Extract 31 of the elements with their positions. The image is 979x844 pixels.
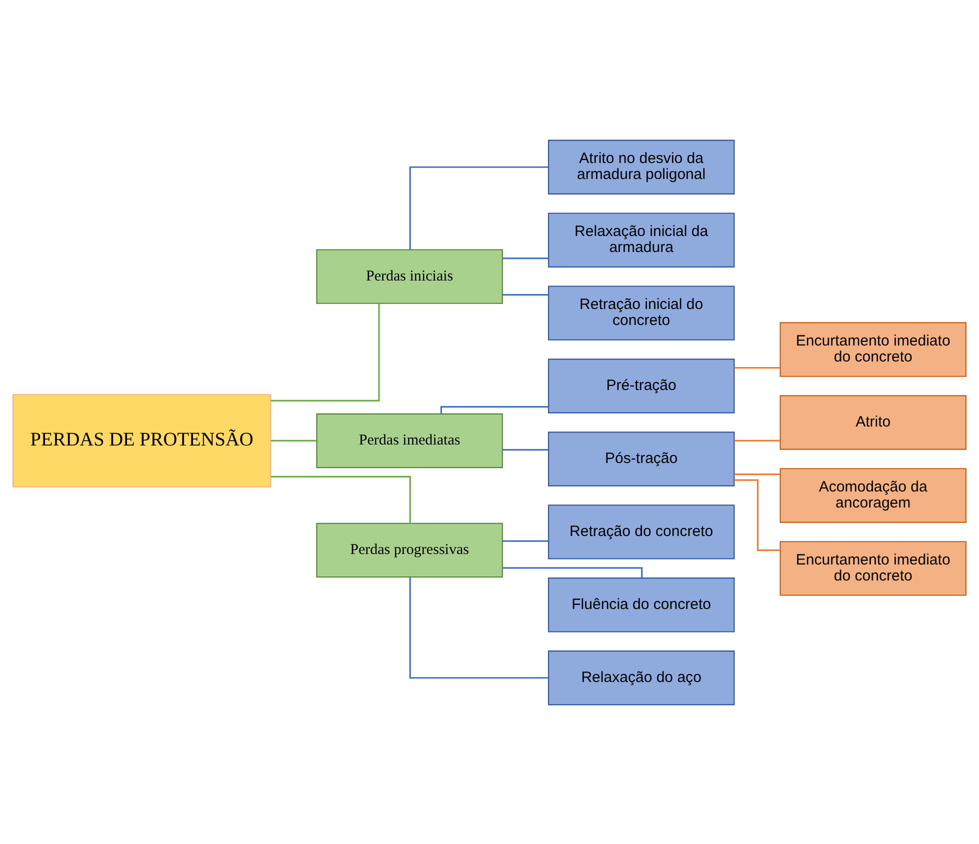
connector xyxy=(409,576,548,678)
connector xyxy=(270,475,411,523)
connector xyxy=(409,166,548,250)
connector xyxy=(502,257,548,259)
node-box: Atrito xyxy=(780,394,966,450)
node-box: Retração do concreto xyxy=(548,504,735,559)
connector xyxy=(734,366,780,368)
connector xyxy=(502,540,548,542)
node-box: Atrito no desvio da armadura poligonal xyxy=(548,139,735,194)
connector xyxy=(502,448,548,450)
node-box: Pós-tração xyxy=(548,431,735,486)
node-box: Pré-tração xyxy=(548,358,735,413)
node-box: Fluência do concreto xyxy=(548,577,735,632)
connector xyxy=(440,405,548,414)
connector xyxy=(271,439,317,442)
connector xyxy=(502,294,548,296)
node-box: Encurtamento imediato do concreto xyxy=(780,540,966,596)
node-box: Perdas iniciais xyxy=(316,248,503,304)
connector xyxy=(502,566,643,578)
node-box: Acomodação da ancoragem xyxy=(780,468,966,522)
connector xyxy=(734,478,780,550)
node-box: Encurtamento imediato do concreto xyxy=(780,322,966,376)
connector xyxy=(734,439,780,442)
node-box: PERDAS DE PROTENSÃO xyxy=(12,394,272,487)
node-box: Relaxação do aço xyxy=(548,650,735,705)
connector xyxy=(270,303,380,401)
node-box: Retração inicial do concreto xyxy=(548,285,735,340)
node-box: Perdas imediatas xyxy=(316,412,503,468)
node-box: Relaxação inicial da armadura xyxy=(548,212,735,267)
connector xyxy=(734,473,780,475)
node-box: Perdas progressivas xyxy=(316,522,503,578)
